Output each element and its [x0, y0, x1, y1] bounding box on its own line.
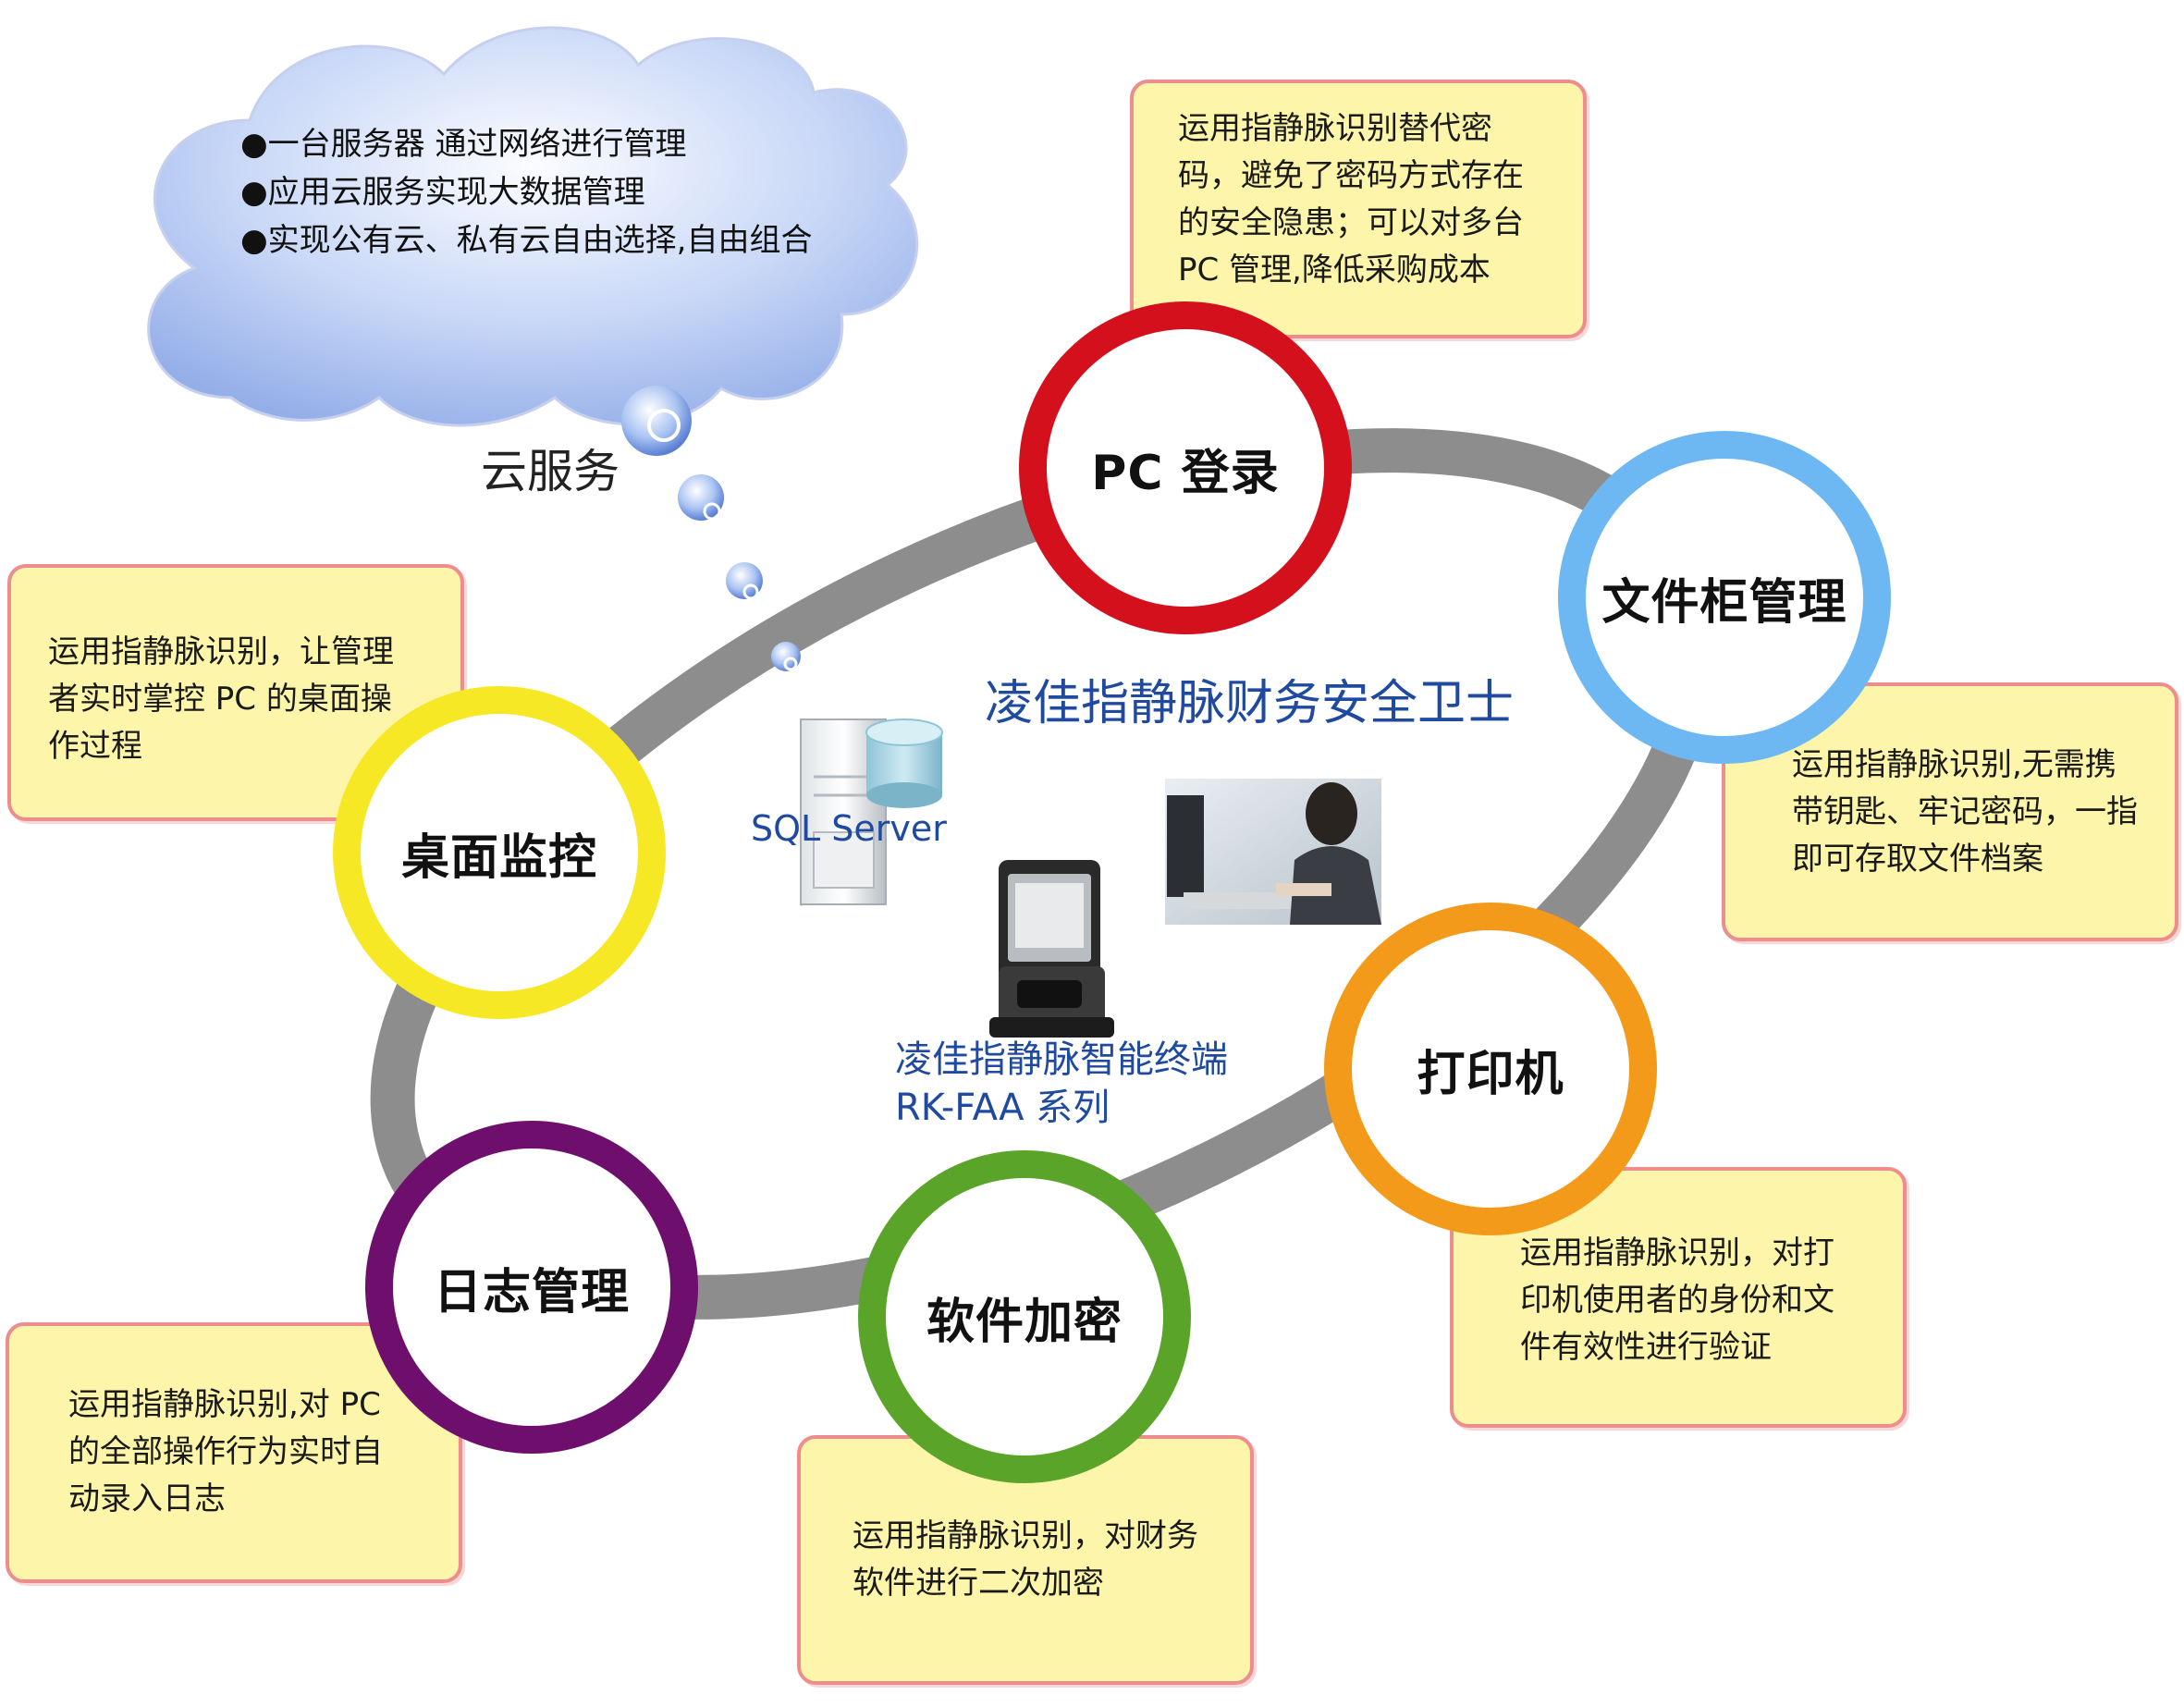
cloud-service-label: 云服务: [481, 445, 620, 498]
desc-line: 件有效性进行验证: [1520, 1329, 1772, 1366]
cloud-bullet-list: ●一台服务器 通过网络进行管理 ●应用云服务实现大数据管理 ●实现公有云、私有云…: [240, 120, 812, 264]
node-pc-login: PC 登录: [1019, 301, 1352, 634]
node-label: 日志管理: [433, 1264, 630, 1320]
node-printer: 打印机: [1324, 903, 1657, 1235]
center-title: 凌佳指静脉财务安全卫士: [985, 676, 1515, 731]
terminal-label-line1: 凌佳指静脉智能终端: [895, 1038, 1228, 1081]
desc-line: 软件进行二次加密: [853, 1565, 1104, 1602]
node-label: 打印机: [1417, 1046, 1564, 1102]
node-software-encrypt: 软件加密: [858, 1150, 1191, 1483]
desc-line: 动录入日志: [68, 1480, 226, 1517]
sql-server-label: SQL Server: [751, 808, 947, 849]
desc-line: 运用指静脉识别替代密: [1178, 110, 1492, 147]
pc-login-description: 运用指静脉识别替代密 码，避免了密码方式存在 的安全隐患；可以对多台 PC 管理…: [1130, 80, 1587, 338]
desc-line: 运用指静脉识别，对打: [1520, 1234, 1834, 1271]
node-file-cabinet: 文件柜管理: [1558, 431, 1891, 764]
desc-line: 运用指静脉识别,无需携: [1792, 746, 2117, 783]
desc-line: 运用指静脉识别,对 PC: [68, 1386, 381, 1423]
printer-description: 运用指静脉识别，对打 印机使用者的身份和文 件有效性进行验证: [1450, 1167, 1907, 1428]
desc-line: 带钥匙、牢记密码，一指: [1792, 793, 2138, 830]
node-label: 文件柜管理: [1601, 574, 1847, 631]
node-desktop-monitor: 桌面监控: [333, 686, 666, 1019]
node-label: 软件加密: [926, 1294, 1123, 1350]
database-icon: [865, 718, 943, 808]
cloud-bullet: ●应用云服务实现大数据管理: [240, 174, 645, 211]
desc-line: 作过程: [48, 728, 142, 765]
node-log-mgmt: 日志管理: [365, 1121, 698, 1454]
office-photo: [1165, 779, 1381, 925]
cloud-shape: [147, 26, 919, 427]
desc-line: 码，避免了密码方式存在: [1178, 157, 1524, 194]
desc-line: 运用指静脉识别，对财务: [853, 1517, 1198, 1554]
terminal-device-icon: [989, 860, 1114, 1038]
terminal-label-line2: RK-FAA 系列: [895, 1087, 1110, 1129]
node-label: PC 登录: [1091, 445, 1280, 501]
terminal-label: 凌佳指静脉智能终端 RK-FAA 系列: [895, 1036, 1228, 1132]
desc-line: 的全部操作行为实时自: [68, 1433, 383, 1470]
desc-line: 即可存取文件档案: [1792, 841, 2043, 878]
desc-line: PC 管理,降低采购成本: [1178, 252, 1491, 289]
cloud-bullet: ●实现公有云、私有云自由选择,自由组合: [240, 222, 813, 259]
server-icon: [800, 718, 887, 906]
desc-line: 者实时掌控 PC 的桌面操: [48, 681, 392, 718]
cloud-bullet: ●一台服务器 通过网络进行管理: [240, 126, 687, 163]
desc-line: 运用指静脉识别，让管理: [48, 633, 394, 670]
cloud-bubbles: [621, 386, 801, 671]
software-encrypt-description: 运用指静脉识别，对财务 软件进行二次加密: [797, 1435, 1254, 1685]
desc-line: 印机使用者的身份和文: [1520, 1282, 1834, 1319]
node-label: 桌面监控: [400, 829, 597, 886]
desc-line: 的安全隐患；可以对多台: [1178, 204, 1524, 241]
